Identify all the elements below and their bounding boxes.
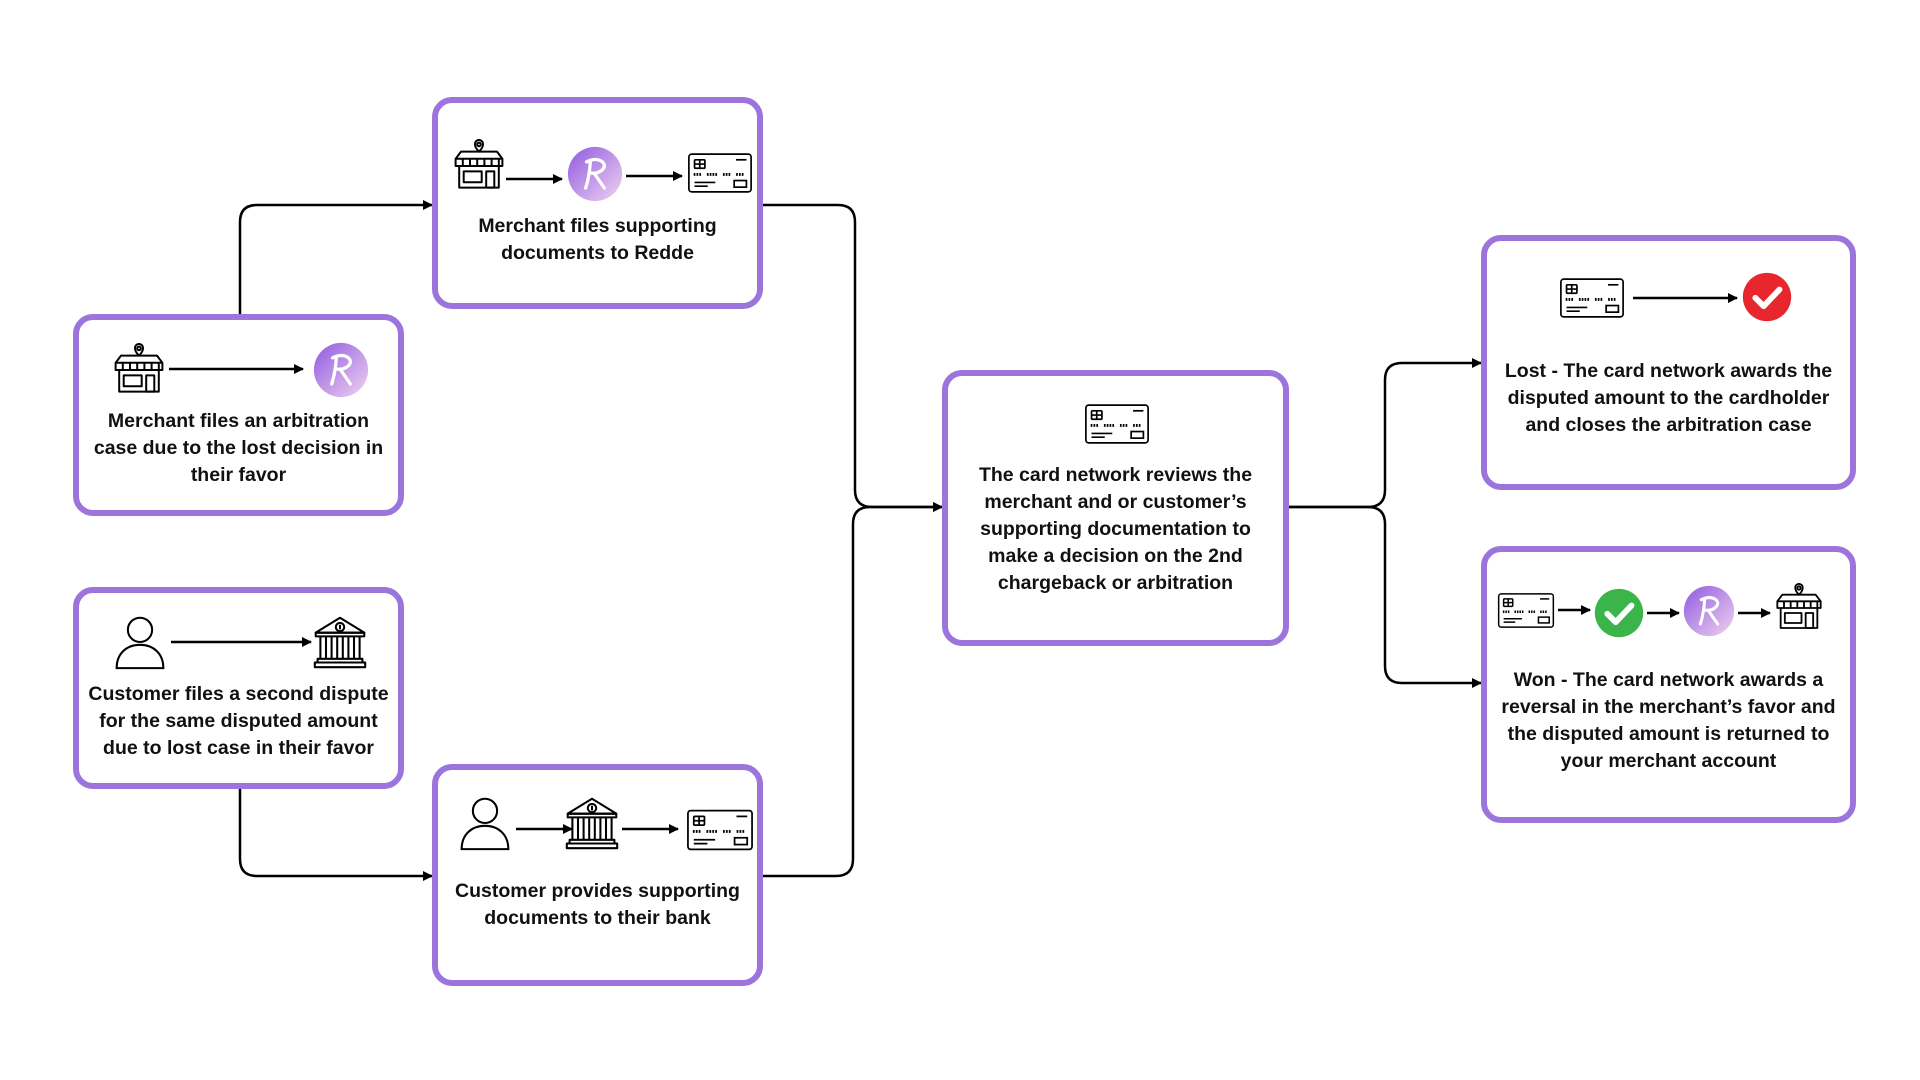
arrow-icon	[1558, 605, 1591, 615]
node-label: Merchant files an arbitration case due t…	[93, 410, 384, 486]
connector-customer-dispute-to-docs	[238, 787, 433, 881]
arrow-icon	[622, 824, 679, 834]
node-label: Merchant files supporting documents to R…	[478, 215, 717, 264]
credit-card-icon	[1559, 277, 1625, 319]
node-customer-dispute: Customer files a second dispute for the …	[73, 587, 404, 789]
node-merchant-arbitration: Merchant files an arbitration case due t…	[73, 314, 404, 516]
store-icon	[1774, 583, 1824, 633]
credit-card-icon	[1497, 592, 1555, 629]
connector-customer-docs-to-review	[760, 502, 943, 878]
node-label: Customer provides supporting documents t…	[455, 880, 740, 929]
store-icon	[112, 343, 166, 397]
node-merchant-docs: Merchant files supporting documents to R…	[432, 97, 763, 309]
node-label: The card network reviews the merchant an…	[978, 464, 1253, 594]
arrow-icon	[626, 171, 683, 181]
arrow-icon	[516, 824, 573, 834]
credit-card-icon	[687, 152, 753, 194]
node-customer-docs: Customer provides supporting documents t…	[432, 764, 763, 986]
node-label: Won - The card network awards a reversal…	[1501, 669, 1836, 772]
credit-card-icon	[1084, 403, 1150, 445]
person-icon	[457, 795, 513, 851]
arrow-icon	[1738, 608, 1771, 618]
connector-merchant-arbitration-to-docs	[238, 200, 433, 316]
connector-review-to-lost	[1287, 358, 1482, 509]
person-icon	[112, 614, 168, 670]
arrow-icon	[171, 637, 312, 647]
arrow-icon	[1633, 293, 1738, 303]
arrow-icon	[1647, 608, 1680, 618]
credit-card-icon	[686, 808, 754, 852]
node-won: Won - The card network awards a reversal…	[1481, 546, 1856, 823]
red-check-icon	[1742, 272, 1792, 322]
node-lost: Lost - The card network awards the dispu…	[1481, 235, 1856, 490]
arrow-icon	[506, 174, 563, 184]
bank-icon	[564, 795, 620, 851]
green-check-icon	[1594, 588, 1644, 638]
node-network-review: The card network reviews the merchant an…	[942, 370, 1289, 646]
bank-icon	[312, 614, 368, 670]
connector-review-to-won	[1287, 505, 1482, 688]
store-icon	[452, 139, 506, 193]
node-label: Customer files a second dispute for the …	[88, 683, 389, 759]
arrow-icon	[169, 364, 304, 374]
connector-merchant-docs-to-review	[760, 203, 943, 512]
redde-logo-icon	[313, 342, 369, 398]
redde-logo-icon	[567, 146, 623, 202]
node-label: Lost - The card network awards the dispu…	[1504, 360, 1833, 436]
redde-logo-icon	[1683, 585, 1735, 637]
